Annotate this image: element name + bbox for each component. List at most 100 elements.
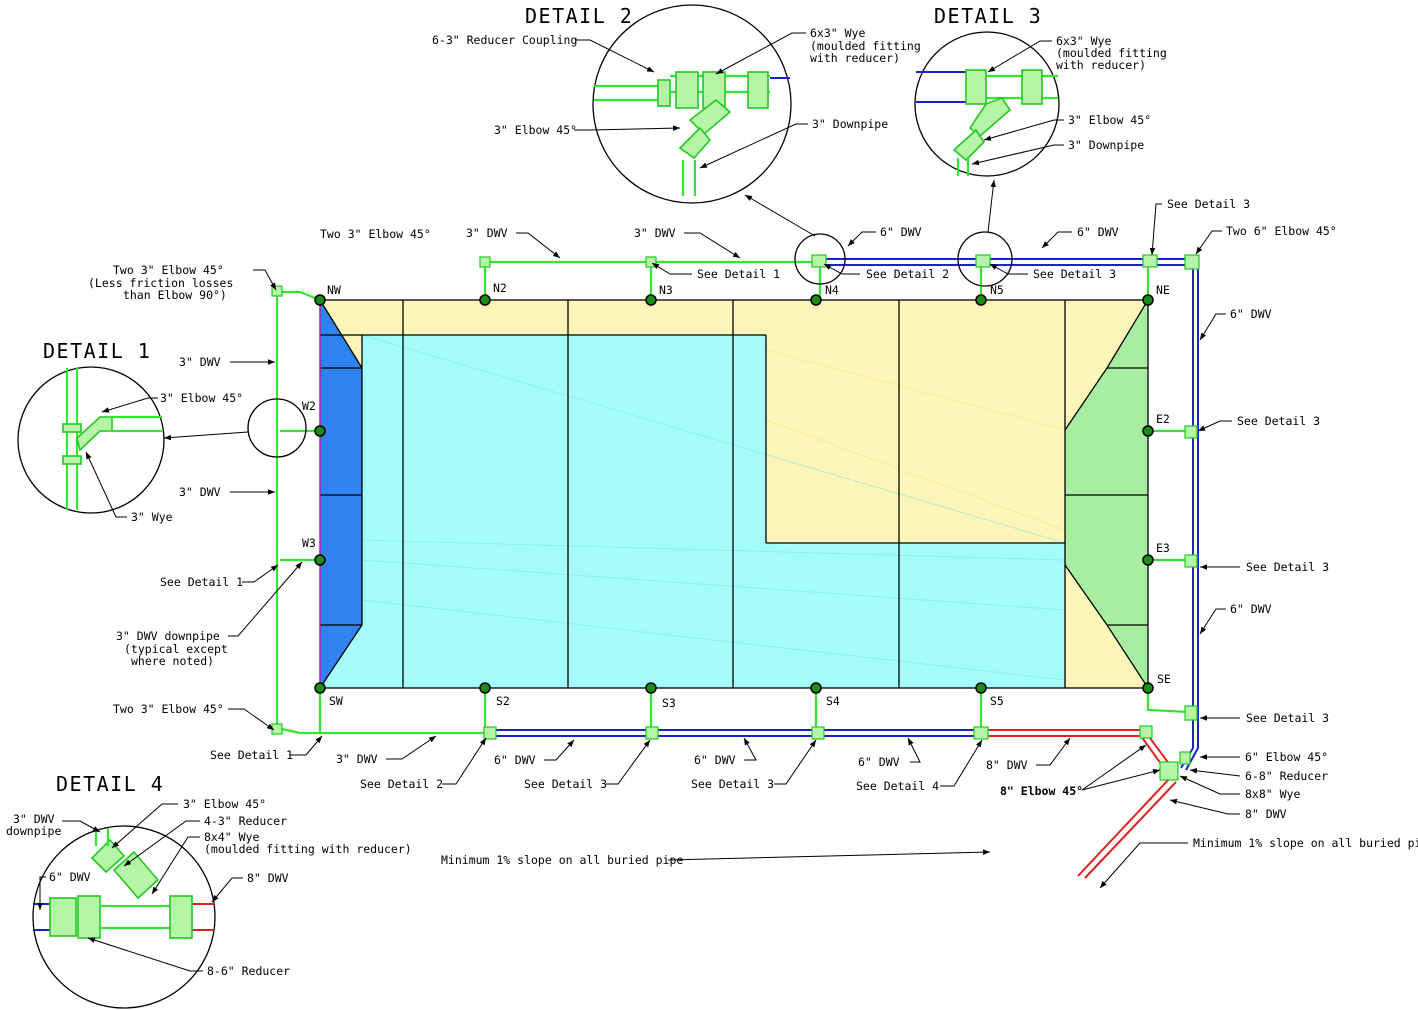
roof-cyan-area bbox=[320, 335, 1065, 688]
annotation: 3" DWV bbox=[634, 226, 676, 240]
node-label: SW bbox=[329, 694, 343, 708]
node-labels: NW N2 N3 N4 N5 NE W2 W3 E2 E3 SW S2 S3 S… bbox=[302, 281, 1171, 710]
annotation: 6" DWV bbox=[1077, 225, 1119, 239]
detail-title: DETAIL 1 bbox=[43, 339, 151, 363]
annotation: 3" DWV bbox=[466, 226, 508, 240]
annotation: 6-8" Reducer bbox=[1245, 769, 1328, 783]
annotation: 8" DWV bbox=[986, 758, 1028, 772]
annotation: (Less friction losses bbox=[88, 276, 233, 290]
detail-label: 6x3" Wye bbox=[1056, 34, 1111, 48]
detail-label: 3" Elbow 45° bbox=[183, 797, 266, 811]
annotation: 6" DWV bbox=[880, 225, 922, 239]
roof-blue-west bbox=[320, 300, 362, 688]
annotation: 6" DWV bbox=[1230, 602, 1272, 616]
detail-label: (moulded fitting bbox=[1056, 46, 1167, 60]
detail-label: 3" Wye bbox=[131, 510, 173, 524]
detail-label: 3" Elbow 45° bbox=[160, 391, 243, 405]
annotation: See Detail 3 bbox=[691, 777, 774, 791]
downpipe-markers bbox=[314, 294, 1154, 694]
detail-title: DETAIL 3 bbox=[934, 4, 1042, 28]
annotation: 8x8" Wye bbox=[1245, 787, 1300, 801]
pipe-network bbox=[247, 231, 1200, 879]
detail-label: 3" DWV bbox=[13, 812, 55, 826]
annotation: Two 6" Elbow 45° bbox=[1226, 224, 1337, 238]
annotation: Two 3" Elbow 45° bbox=[113, 702, 224, 716]
annotation: 8" DWV bbox=[1245, 807, 1287, 821]
annotation: Minimum 1% slope on all buried pipe bbox=[441, 853, 683, 867]
detail-label: 8" DWV bbox=[247, 871, 289, 885]
annotation: 6" DWV bbox=[858, 755, 900, 769]
detail-label: 4-3" Reducer bbox=[204, 814, 287, 828]
annotation: See Detail 3 bbox=[1033, 267, 1116, 281]
annotation: See Detail 2 bbox=[360, 777, 443, 791]
annotation: 6" DWV bbox=[494, 753, 536, 767]
annotation: Two 3" Elbow 45° bbox=[113, 263, 224, 277]
annotation: (typical except bbox=[124, 642, 228, 656]
callout-circle-n5 bbox=[957, 231, 1013, 287]
node-label: N2 bbox=[493, 281, 507, 295]
detail-title: DETAIL 2 bbox=[525, 4, 633, 28]
annotation: Two 3" Elbow 45° bbox=[320, 227, 431, 241]
annotation: See Detail 1 bbox=[210, 748, 293, 762]
annotation: 3" DWV bbox=[179, 485, 221, 499]
annotation: 6" DWV bbox=[1230, 307, 1272, 321]
detail-label: 8-6" Reducer bbox=[207, 964, 290, 978]
node-label: N3 bbox=[659, 283, 673, 297]
detail-label: 3" Downpipe bbox=[1068, 138, 1144, 152]
node-label: N5 bbox=[990, 283, 1004, 297]
node-label: E2 bbox=[1156, 412, 1170, 426]
detail-label: (moulded fitting with reducer) bbox=[204, 842, 412, 856]
detail-label: 3" Downpipe bbox=[812, 117, 888, 131]
node-label: SE bbox=[1157, 672, 1171, 686]
annotation: Minimum 1% slope on all buried pipe bbox=[1193, 836, 1418, 850]
detail-label: 6x3" Wye bbox=[810, 26, 865, 40]
annotation: 3" DWV downpipe bbox=[116, 629, 220, 643]
node-label: W3 bbox=[302, 536, 316, 550]
roof-plan bbox=[319, 299, 1149, 689]
annotation: See Detail 3 bbox=[1237, 414, 1320, 428]
detail-4: DETAIL 4 3" DWV downpipe 3" Elbow 45° 4-… bbox=[6, 772, 412, 1009]
node-label: S2 bbox=[496, 694, 510, 708]
detail-label: downpipe bbox=[6, 824, 61, 838]
node-label: S3 bbox=[662, 696, 676, 710]
detail-3: DETAIL 3 6x3" Wye (moulded fitting with … bbox=[914, 4, 1167, 233]
annotation: 6" DWV bbox=[694, 753, 736, 767]
annotation: See Detail 4 bbox=[856, 779, 939, 793]
callout-circle-w2 bbox=[247, 398, 307, 458]
detail-1: DETAIL 1 3" Elbow 45° 3" Wye bbox=[17, 339, 249, 524]
detail-label: 8x4" Wye bbox=[204, 830, 259, 844]
annotation: 3" DWV bbox=[336, 752, 378, 766]
node-label: S5 bbox=[990, 694, 1004, 708]
annotation: See Detail 3 bbox=[1246, 711, 1329, 725]
annotation: See Detail 2 bbox=[866, 267, 949, 281]
detail-title: DETAIL 4 bbox=[56, 772, 164, 796]
node-label: NE bbox=[1156, 283, 1170, 297]
detail-label: 3" Elbow 45° bbox=[494, 123, 577, 137]
detail-label: (moulded fitting bbox=[810, 39, 921, 53]
node-label: NW bbox=[327, 283, 341, 297]
detail-2: DETAIL 2 6-3" Reducer Coupling 6x3" Wye … bbox=[432, 4, 921, 237]
annotation: See Detail 3 bbox=[524, 777, 607, 791]
detail-label: with reducer) bbox=[810, 51, 900, 65]
plan-annotations: Two 3" Elbow 45° (Less friction losses t… bbox=[88, 197, 1418, 889]
annotation: where noted) bbox=[131, 654, 214, 668]
node-label: N4 bbox=[825, 283, 839, 297]
detail-label: with reducer) bbox=[1056, 58, 1146, 72]
annotation: See Detail 3 bbox=[1167, 197, 1250, 211]
annotation: See Detail 3 bbox=[1246, 560, 1329, 574]
node-label: W2 bbox=[302, 399, 316, 413]
roof-green-east bbox=[1065, 300, 1148, 688]
callout-circle-n4 bbox=[794, 233, 846, 285]
node-label: S4 bbox=[826, 694, 840, 708]
detail-label: 6-3" Reducer Coupling bbox=[432, 33, 577, 47]
annotation: See Detail 1 bbox=[160, 575, 243, 589]
annotation: 8" Elbow 45° bbox=[1000, 784, 1083, 798]
annotation: 3" DWV bbox=[179, 355, 221, 369]
annotation: See Detail 1 bbox=[697, 267, 780, 281]
node-label: E3 bbox=[1156, 541, 1170, 555]
detail-label: 3" Elbow 45° bbox=[1068, 113, 1151, 127]
detail-label: 6" DWV bbox=[49, 870, 91, 884]
annotation: 6" Elbow 45° bbox=[1245, 750, 1328, 764]
annotation: than Elbow 90°) bbox=[123, 288, 227, 302]
